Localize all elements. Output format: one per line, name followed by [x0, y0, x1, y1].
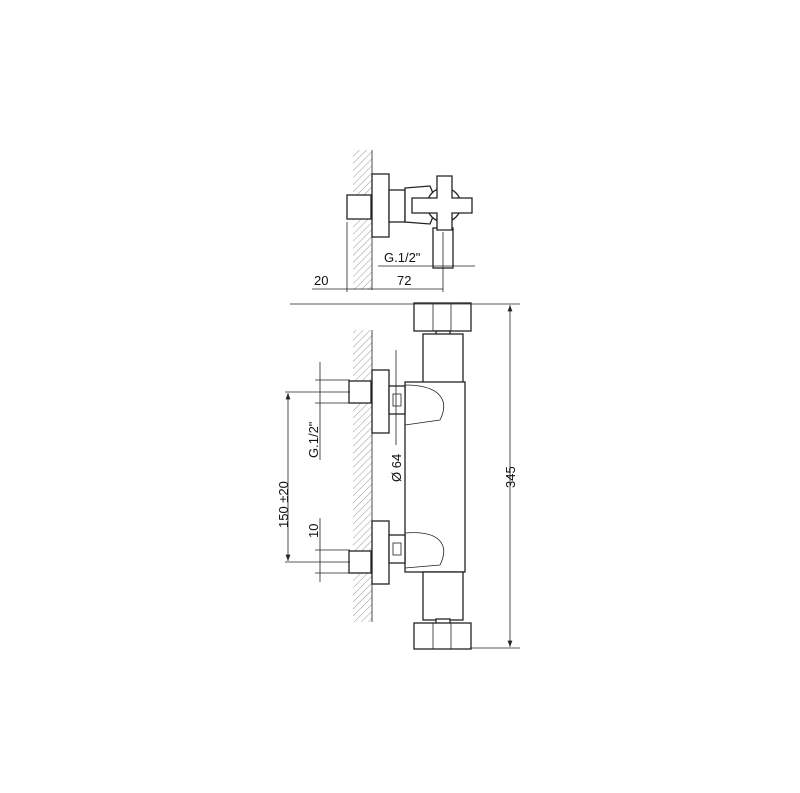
label-centres: 150 ±20	[276, 481, 291, 528]
nut	[388, 189, 406, 223]
top-handle	[413, 302, 472, 332]
label-depth: 72	[397, 273, 411, 288]
cross-handle	[411, 175, 473, 231]
wall-hatch	[353, 150, 372, 290]
top-view: G.1/2" 20 72	[312, 150, 475, 292]
bottom-handle	[413, 622, 472, 650]
label-height: 345	[503, 466, 518, 488]
label-wall-offset: 20	[314, 273, 328, 288]
lower-cap	[422, 571, 464, 621]
label-thread-front: G.1/2"	[306, 421, 321, 458]
flange	[371, 173, 390, 238]
wall-hatch	[353, 330, 372, 622]
label-diameter: Ø 64	[389, 454, 404, 482]
upper-cap	[422, 333, 464, 385]
pipe-stub	[346, 194, 372, 220]
label-thread-top: G.1/2"	[384, 250, 421, 265]
mixer-body	[404, 381, 466, 573]
label-adjust: 10	[306, 524, 321, 538]
front-view: 345 150 ±20 G.1/2" 10 Ø 64	[276, 302, 520, 650]
